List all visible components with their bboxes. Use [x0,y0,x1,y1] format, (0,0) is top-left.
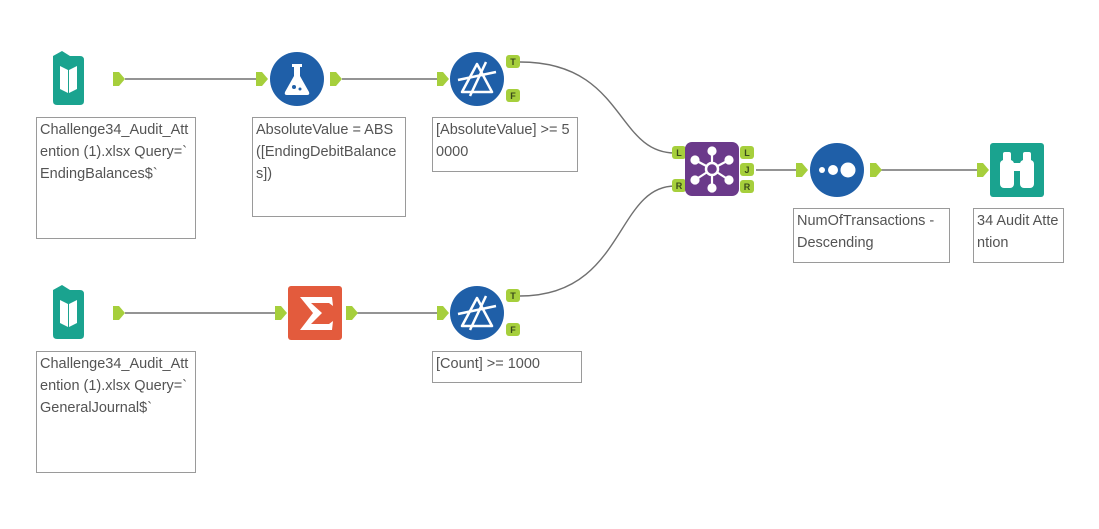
output-anchor-summarize[interactable] [346,306,358,320]
input-anchor-browse[interactable] [977,163,989,177]
input-anchor-summarize[interactable] [275,306,287,320]
right-output-anchor-join[interactable]: R [740,180,754,193]
book-icon [53,285,84,339]
summarize-tool[interactable] [288,286,342,340]
flask-icon [284,64,310,95]
false-anchor-label: F [510,91,516,101]
right-output-label: R [744,182,751,192]
right-input-anchor-join[interactable]: R [672,179,686,192]
join-network-icon [690,146,734,193]
join-tool[interactable] [685,142,739,196]
connection-filter1-join-left[interactable] [519,61,676,154]
output-anchor-formula[interactable] [330,72,342,86]
join-output-anchor-join[interactable]: J [740,163,754,176]
annotation-browse[interactable]: 34 Audit Attention [973,208,1064,263]
input-anchor-formula[interactable] [256,72,268,86]
filter-prism-icon [457,61,497,97]
right-anchor-label: R [676,181,683,191]
annotation-sort[interactable]: NumOfTransactions - Descending [793,208,950,263]
join-output-label: J [744,165,749,175]
output-anchor-sort[interactable] [870,163,882,177]
filter-prism-icon [457,295,497,331]
connection-filter2-join-right[interactable] [519,185,676,297]
filter-tool-1[interactable] [450,52,504,106]
output-anchor-input2[interactable] [113,306,125,320]
false-anchor-label: F [510,325,516,335]
browse-tool[interactable] [990,143,1044,197]
input-anchor-filter2[interactable] [437,306,449,320]
output-anchor-input1[interactable] [113,72,125,86]
true-anchor-filter2[interactable]: T [506,289,520,302]
true-anchor-filter1[interactable]: T [506,55,520,68]
left-output-label: L [744,148,750,158]
formula-tool[interactable] [270,52,324,106]
false-anchor-filter2[interactable]: F [506,323,520,336]
input-tool-1[interactable] [53,51,84,105]
annotation-filter1[interactable]: [AbsoluteValue] >= 50000 [432,117,578,172]
false-anchor-filter1[interactable]: F [506,89,520,102]
annotation-input2[interactable]: Challenge34_Audit_Attention (1).xlsx Que… [36,351,196,473]
left-input-anchor-join[interactable]: L [672,146,686,159]
annotation-filter2[interactable]: [Count] >= 1000 [432,351,582,383]
input-tool-2[interactable] [53,285,84,339]
left-anchor-label: L [676,148,682,158]
annotation-input1[interactable]: Challenge34_Audit_Attention (1).xlsx Que… [36,117,196,239]
filter-tool-2[interactable] [450,286,504,340]
input-anchor-filter1[interactable] [437,72,449,86]
sort-dots-icon [819,162,856,178]
sort-tool[interactable] [810,143,864,197]
left-output-anchor-join[interactable]: L [740,146,754,159]
binoculars-icon [1000,152,1034,188]
annotation-formula[interactable]: AbsoluteValue = ABS ([EndingDebitBalance… [252,117,406,217]
input-anchor-sort[interactable] [796,163,808,177]
sigma-icon [300,297,333,330]
true-anchor-label: T [510,291,516,301]
true-anchor-label: T [510,57,516,67]
book-icon [53,51,84,105]
